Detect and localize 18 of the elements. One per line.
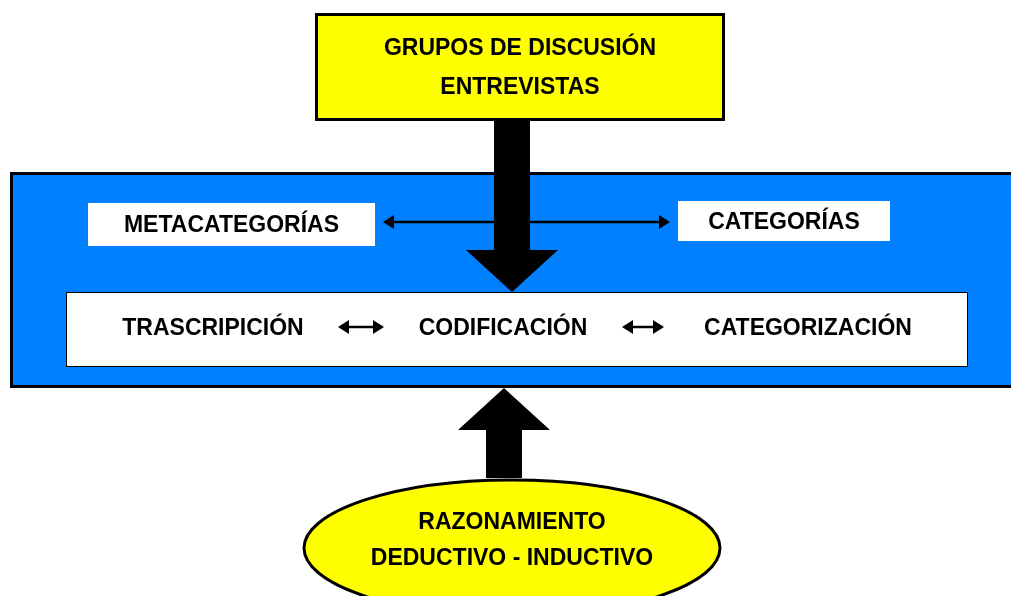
- step-label: TRASCRIPICIÓN: [122, 313, 304, 341]
- block-arrow: [466, 121, 558, 292]
- step-label: CODIFICACIÓN: [418, 313, 588, 341]
- block-arrow: [458, 388, 550, 478]
- process-band: [10, 172, 1011, 388]
- concept-label: [88, 203, 375, 246]
- step-label: CATEGORIZACIÓN: [704, 313, 912, 341]
- double-arrow: [338, 320, 384, 334]
- concept-label: [678, 201, 890, 241]
- node-text: CATEGORÍAS: [708, 207, 860, 235]
- source-box: [315, 13, 725, 121]
- node-text: METACATEGORÍAS: [123, 211, 340, 238]
- node-text: ENTREVISTAS: [440, 73, 600, 100]
- double-arrow: [383, 215, 670, 229]
- double-arrow: [622, 320, 664, 334]
- node-text: GRUPOS DE DISCUSIÓN: [383, 34, 657, 61]
- process-box: [66, 292, 968, 367]
- node-text: RAZONAMIENTO DEDUCTIVO - INDUCTIVO: [369, 507, 655, 572]
